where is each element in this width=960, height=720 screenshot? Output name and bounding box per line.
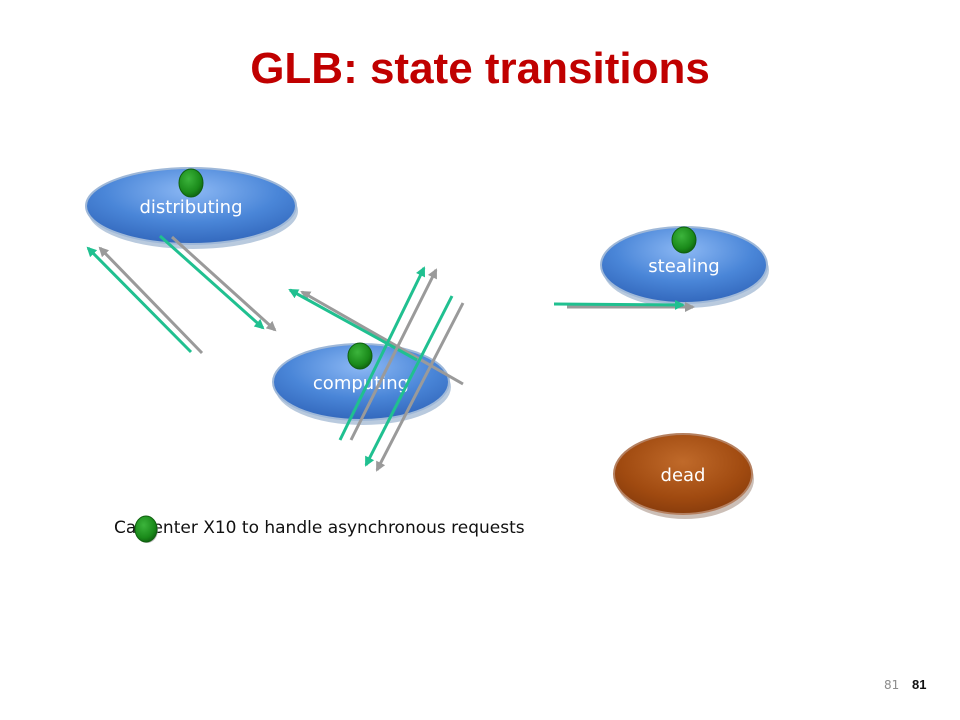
state-distributing: distributing [85,167,298,249]
arrow-teal-distributing-to-computing [159,234,265,330]
page-number: 81 [912,677,927,692]
state-label-computing: computing [313,373,409,394]
state-computing: computing [272,343,451,425]
arrow-teal-computing-to-distributing [86,246,193,354]
state-label-dead: dead [661,465,706,486]
async-marker-icon-computing [347,342,373,370]
slide-title: GLB: state transitions [250,44,710,93]
arrow-gray-steep-up [349,268,438,441]
legend-marker-icon [134,515,158,543]
arrow-gray-steep-down [375,302,465,472]
arrow-gray-diagonal-upleft [300,290,464,386]
legend-caption: Can enter X10 to handle asynchronous req… [114,518,525,538]
arrow-teal-steep-down [364,295,454,467]
arrow-gray-computing-to-distributing [98,246,204,355]
state-label-distributing: distributing [140,197,243,218]
arrow-gray-distributing-to-computing [170,235,277,332]
page-number-faint: 81 [884,678,900,692]
arrow-teal-steep-up [338,266,426,441]
state-dead: dead [613,433,754,519]
async-marker-icon-distributing [178,168,204,198]
state-label-stealing: stealing [648,256,719,277]
async-marker-icon-stealing [671,226,697,254]
arrow-teal-to-stealing [553,299,685,310]
